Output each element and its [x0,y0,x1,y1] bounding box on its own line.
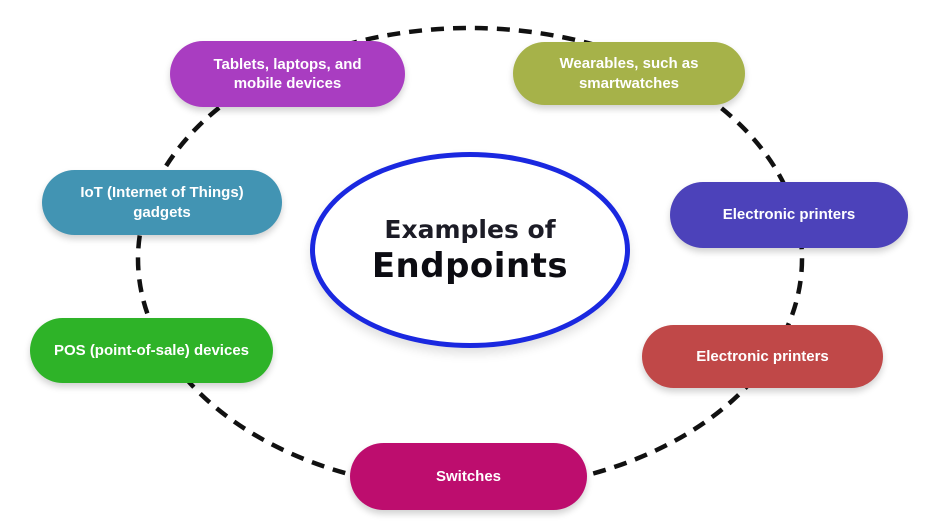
node-label-line: mobile devices [233,75,342,92]
node-label-line: Electronic printers [696,347,829,365]
node-switches: Switches [350,443,587,510]
node-label-line: Switches [435,467,502,485]
center-ellipse: Examples of Endpoints [310,152,630,348]
node-label-line: gadgets [133,203,191,221]
node-label-line: IoT (Internet of Things) [80,184,244,201]
node-pos-devices: POS (point-of-sale) devices [30,318,273,383]
node-label-line: Wearables, such as [559,55,699,72]
node-wearables-smartwatches: Wearables, such as smartwatches [513,42,745,105]
node-iot-gadgets: IoT (Internet of Things) gadgets [42,170,282,235]
node-label-line: smartwatches [578,74,680,92]
node-label-line: Electronic printers [722,206,856,224]
node-label-line: Tablets, laptops, and [213,55,362,73]
center-title-line1: Examples of [384,214,556,244]
center-title-line2: Endpoints [371,245,569,286]
node-tablets-laptops-mobile: Tablets, laptops, and mobile devices [170,41,405,107]
node-electronic-printers-bottom: Electronic printers [642,325,883,388]
node-label-line: POS (point-of-sale) devices [53,341,250,359]
node-electronic-printers-right: Electronic printers [670,182,908,248]
